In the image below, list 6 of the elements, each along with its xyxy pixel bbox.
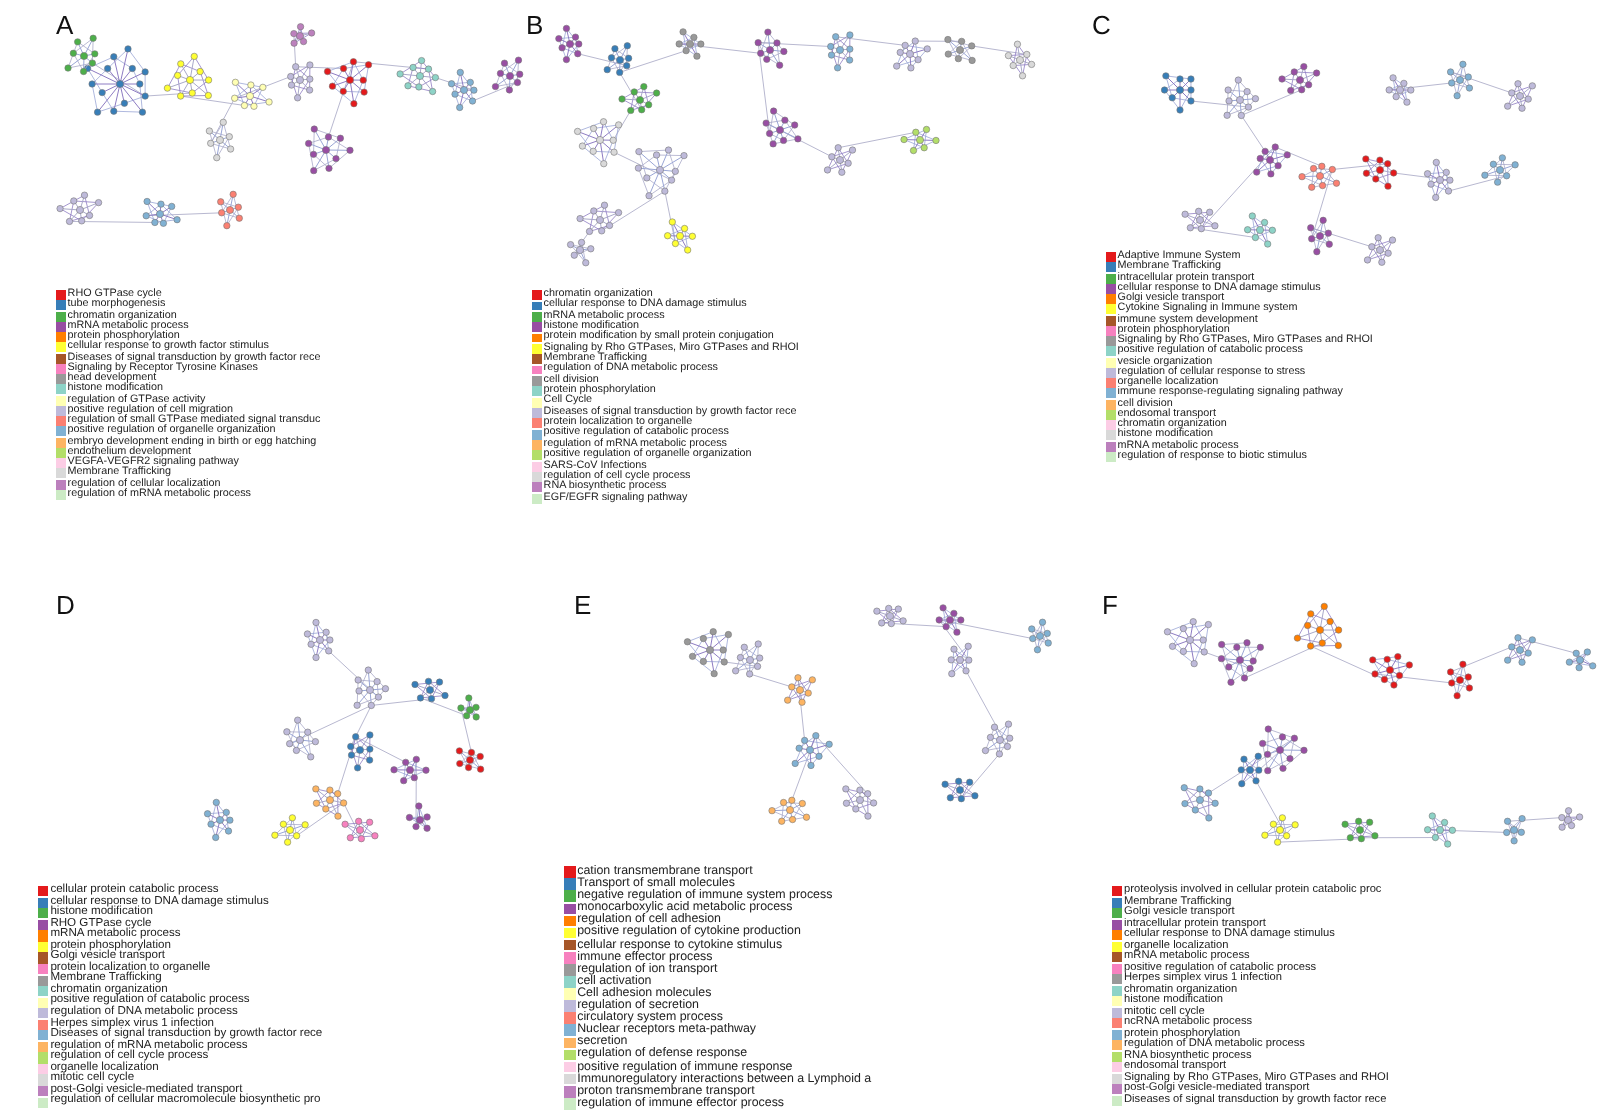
panel-letter: F: [1102, 592, 1118, 618]
panel-letter: E: [574, 592, 592, 618]
panel-letter: D: [56, 592, 75, 618]
panel-letter: C: [1092, 12, 1111, 38]
panel-letter: B: [526, 12, 544, 38]
panel-letter: A: [56, 12, 74, 38]
